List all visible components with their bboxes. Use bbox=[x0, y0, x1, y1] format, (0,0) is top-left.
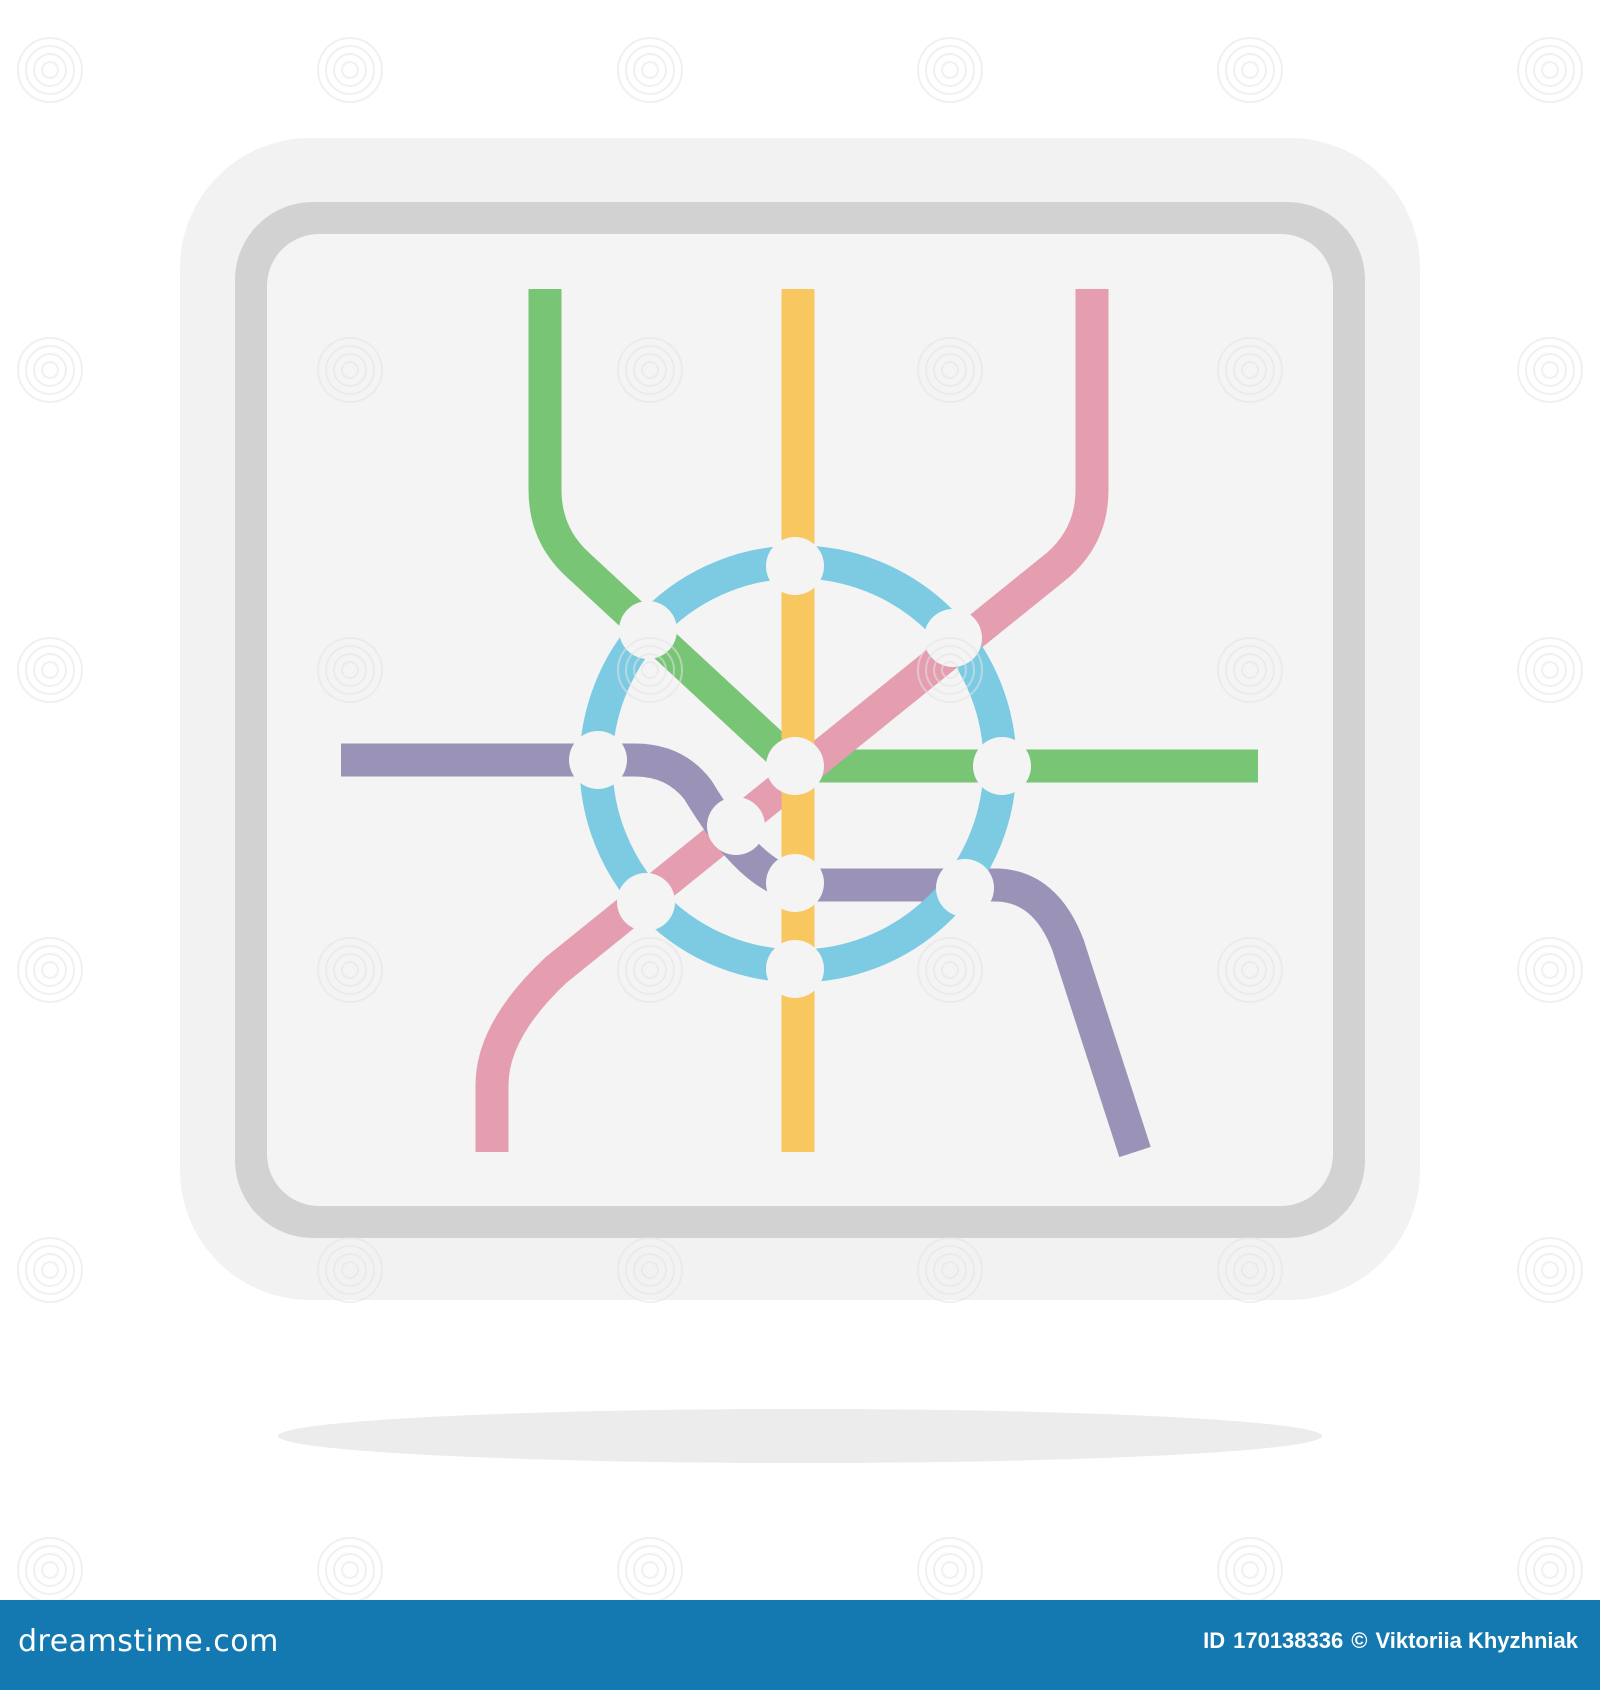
author-name: Viktoriia Khyzhniak bbox=[1375, 1628, 1578, 1653]
station-center bbox=[766, 737, 824, 795]
station-top bbox=[766, 537, 824, 595]
station-upper-left bbox=[619, 601, 677, 659]
id-label: ID bbox=[1203, 1628, 1226, 1653]
station-inner-bottom bbox=[766, 854, 824, 912]
station-bottom bbox=[766, 940, 824, 998]
image-id: 170138336 bbox=[1233, 1628, 1344, 1653]
station-left bbox=[569, 731, 627, 789]
station-upper-right bbox=[924, 609, 982, 667]
purple-line bbox=[341, 743, 1151, 1158]
pink-line bbox=[475, 289, 1109, 1152]
floor-shadow bbox=[278, 1409, 1322, 1463]
station-inner-lower-left bbox=[707, 797, 765, 855]
station-lower-right bbox=[936, 859, 994, 917]
metro-map-icon bbox=[180, 138, 1420, 1463]
station-lower-left bbox=[617, 873, 675, 931]
green-line bbox=[528, 289, 1258, 783]
stock-footer-bar: dreamstime.com ID 170138336 © Viktoriia Khy… bbox=[0, 1600, 1600, 1690]
stock-logo[interactable]: dreamstime.com bbox=[18, 1624, 279, 1659]
station-right bbox=[973, 737, 1031, 795]
image-credit: ID 170138336 © Viktoriia Khyzhniak bbox=[1203, 1628, 1578, 1654]
copyright-symbol: © bbox=[1351, 1628, 1368, 1653]
